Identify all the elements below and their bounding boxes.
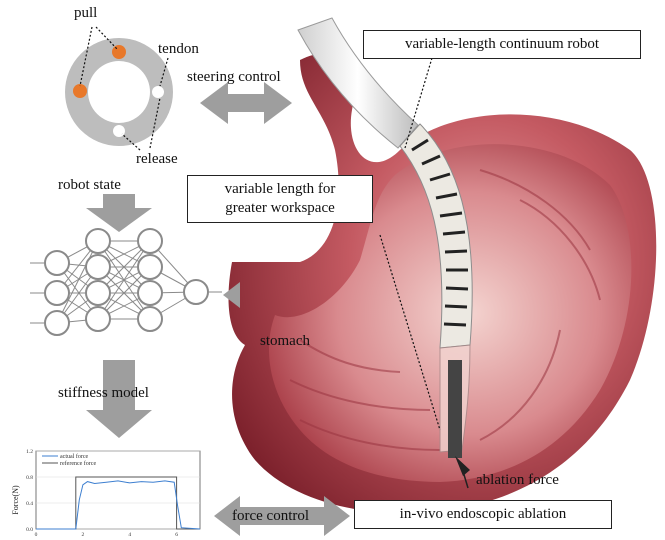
pull-tendon-1 bbox=[112, 45, 126, 59]
robot-state-label: robot state bbox=[58, 176, 121, 194]
legend-reference: reference force bbox=[60, 460, 96, 467]
chart-ylabel: Force(N) bbox=[11, 485, 20, 515]
force-chart: 0.0 0.4 0.8 1.2 0 2 4 6 actual force reference … bbox=[11, 449, 200, 538]
release-label: release bbox=[136, 150, 178, 168]
chart-xtick-label: 6 bbox=[175, 532, 178, 538]
chart-xtick-label: 0 bbox=[35, 532, 38, 538]
chart-ytick-label: 0.4 bbox=[26, 501, 33, 507]
chart-xtick-label: 2 bbox=[81, 532, 84, 538]
chart-ytick-label: 0.8 bbox=[26, 475, 33, 481]
release-tendon-1 bbox=[152, 86, 164, 98]
ablation-force-label: ablation force bbox=[476, 471, 559, 489]
neural-network bbox=[30, 229, 222, 335]
chart-ytick-label: 0.0 bbox=[26, 527, 33, 533]
chart-ytick-label: 1.2 bbox=[26, 449, 33, 455]
chart-xtick-label: 4 bbox=[128, 532, 131, 538]
stiffness-model-label: stiffness model bbox=[58, 384, 149, 402]
workspace-text-line2: greater workspace bbox=[196, 199, 364, 218]
stomach-label: stomach bbox=[260, 332, 310, 350]
legend-actual: actual force bbox=[60, 453, 88, 460]
ablation-text: in-vivo endoscopic ablation bbox=[400, 506, 567, 522]
continuum-robot-text: variable-length continuum robot bbox=[405, 36, 599, 52]
force-control-label: force control bbox=[232, 507, 309, 525]
steering-double-arrow bbox=[200, 82, 292, 124]
ablation-box: in-vivo endoscopic ablation bbox=[354, 500, 612, 529]
pull-label: pull bbox=[74, 4, 97, 22]
tendon-label: tendon bbox=[158, 40, 199, 58]
continuum-robot-box: variable-length continuum robot bbox=[363, 30, 641, 59]
steering-control-label: steering control bbox=[187, 68, 281, 86]
workspace-box: variable length for greater workspace bbox=[187, 175, 373, 223]
tendon-ring bbox=[65, 38, 173, 146]
robot-state-arrow bbox=[86, 194, 152, 232]
robot-tip bbox=[448, 360, 462, 458]
pull-tendon-2 bbox=[73, 84, 87, 98]
workspace-text-line1: variable length for bbox=[196, 180, 364, 199]
release-tendon-2 bbox=[113, 125, 125, 137]
